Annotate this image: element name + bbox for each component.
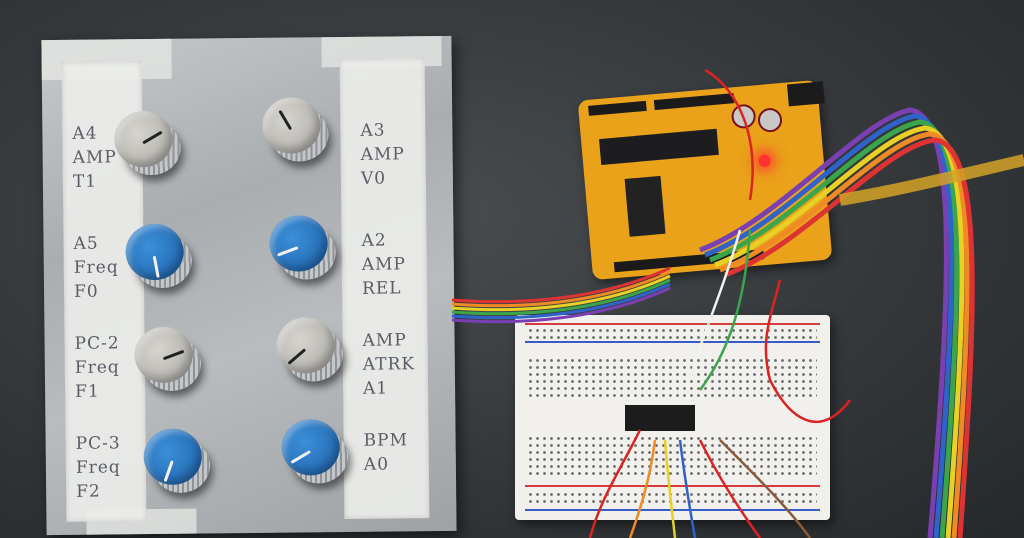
rail-holes	[527, 327, 817, 339]
breadboard	[515, 315, 830, 520]
jumper-wires	[588, 68, 851, 538]
ic-chip	[625, 405, 695, 431]
power-rail	[525, 485, 820, 487]
power-rail	[525, 323, 820, 325]
ribbon-cable-left	[451, 266, 671, 324]
ribbon-cable-right	[699, 107, 975, 538]
ground-rail	[525, 341, 820, 343]
usb-cable	[839, 154, 1024, 206]
terminal-holes	[527, 435, 817, 475]
rail-holes	[527, 491, 817, 505]
